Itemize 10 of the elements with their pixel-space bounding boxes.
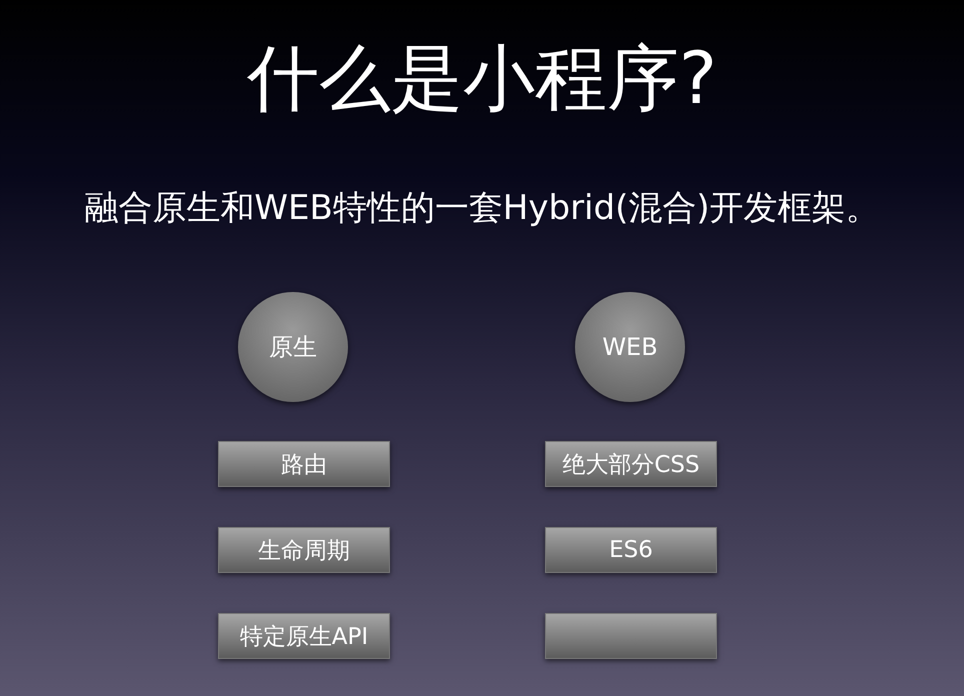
category-circle: WEB [575, 292, 685, 402]
feature-box: ES6 [545, 527, 717, 573]
feature-box [545, 613, 717, 659]
subtitle: 融合原生和WEB特性的一套Hybrid(混合)开发框架。 [84, 187, 880, 230]
category-circle: 原生 [238, 292, 348, 402]
feature-box: 绝大部分CSS [545, 441, 717, 487]
title: 什么是小程序? [246, 35, 718, 122]
feature-box: 生命周期 [218, 527, 390, 573]
feature-box: 路由 [218, 441, 390, 487]
feature-box: 特定原生API [218, 613, 390, 659]
